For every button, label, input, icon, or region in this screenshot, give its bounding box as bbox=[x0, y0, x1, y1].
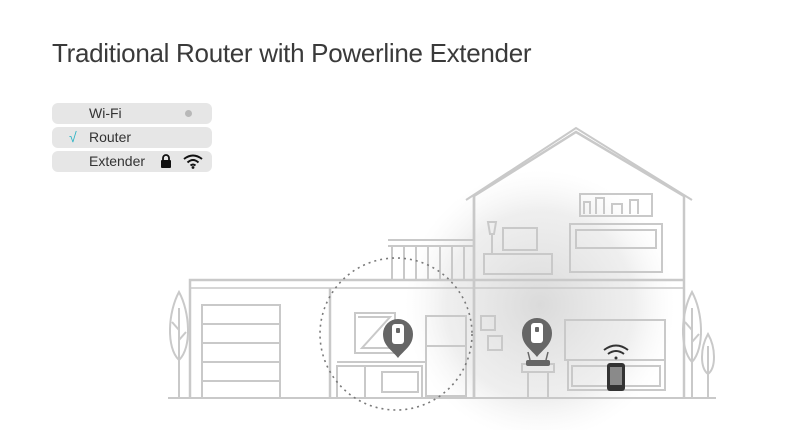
kitchen-furniture bbox=[336, 312, 467, 399]
tree-left-icon bbox=[169, 289, 189, 398]
legend-item-wifi[interactable]: Wi-Fi bbox=[52, 103, 212, 124]
lock-icon bbox=[161, 154, 171, 168]
balcony-railing bbox=[388, 239, 474, 280]
checkmark-icon: √ bbox=[69, 129, 77, 145]
router-pin-icon bbox=[522, 318, 552, 357]
smartphone-icon bbox=[607, 363, 625, 391]
legend-extender-icons bbox=[160, 154, 203, 169]
legend-label-wifi: Wi-Fi bbox=[89, 105, 122, 121]
garage-door bbox=[201, 304, 281, 399]
wifi-icon bbox=[183, 154, 203, 169]
legend-label-extender: Extender bbox=[89, 153, 146, 169]
powerline-extender-pin-icon bbox=[383, 319, 413, 358]
tree-right-icon bbox=[682, 289, 715, 398]
legend-panel: Wi-Fi √ Router Extender bbox=[52, 103, 212, 175]
house-structure bbox=[188, 126, 693, 398]
phone-wifi-signal-icon bbox=[603, 344, 629, 360]
router-device-icon bbox=[526, 351, 550, 366]
wifi-status-dot-icon bbox=[185, 110, 192, 117]
extender-coverage-ring bbox=[319, 257, 473, 411]
legend-item-extender[interactable]: Extender bbox=[52, 151, 212, 172]
legend-item-router[interactable]: √ Router bbox=[52, 127, 212, 148]
legend-label-router: Router bbox=[89, 129, 132, 145]
page-title: Traditional Router with Powerline Extend… bbox=[52, 38, 532, 68]
upstairs-furniture bbox=[483, 193, 663, 275]
